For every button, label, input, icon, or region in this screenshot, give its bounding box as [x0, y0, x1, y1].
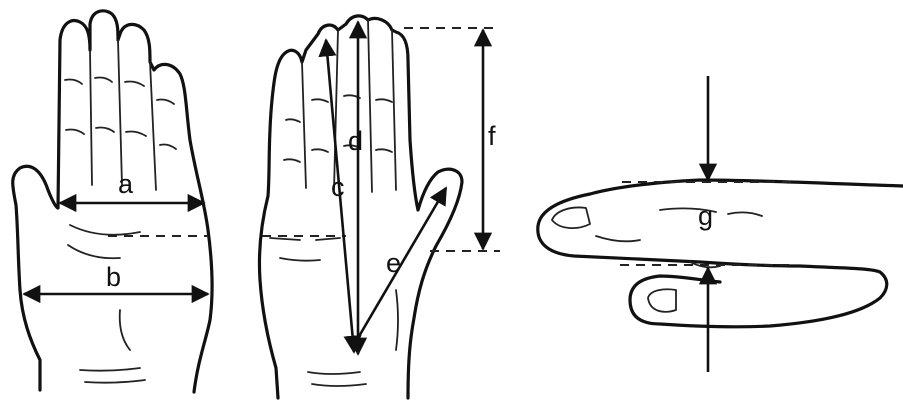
fingernail: [552, 208, 590, 229]
side-hand-outline: [538, 180, 903, 327]
middle-hand-palm-lines: [270, 238, 398, 386]
measure-e-arrow: [358, 188, 446, 338]
label-g: g: [698, 201, 713, 231]
label-e: e: [386, 248, 401, 278]
thumb-nail: [648, 289, 676, 312]
middle-hand-outline: [259, 16, 462, 398]
left-hand-outline: [13, 11, 212, 392]
left-hand: a b: [13, 11, 212, 392]
middle-hand: c d e f: [259, 16, 500, 398]
left-hand-palm-lines: [68, 225, 145, 383]
label-a: a: [118, 169, 134, 199]
middle-hand-finger-lines: [284, 20, 396, 192]
label-c: c: [331, 172, 345, 202]
label-f: f: [488, 121, 496, 151]
right-hand-side-view: g: [538, 76, 903, 372]
label-b: b: [106, 262, 121, 292]
left-hand-finger-lines: [65, 40, 176, 190]
label-d: d: [348, 126, 363, 156]
